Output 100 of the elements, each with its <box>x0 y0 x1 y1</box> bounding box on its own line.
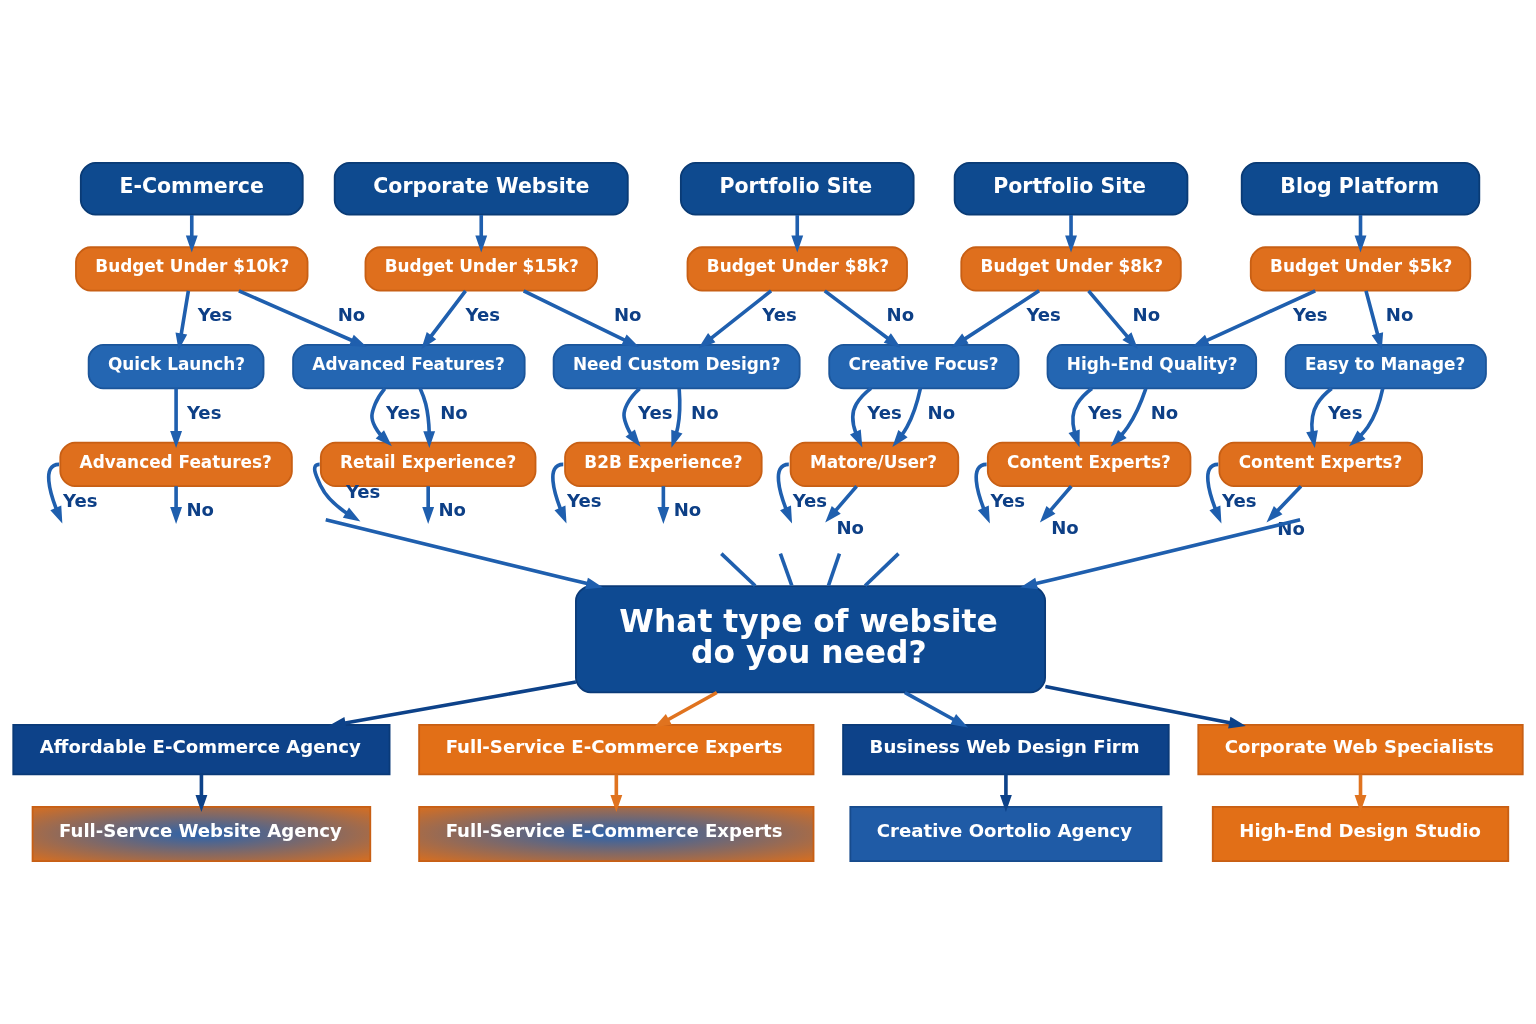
arrow <box>999 774 1012 813</box>
node-box: Need Custom Design? <box>552 344 801 390</box>
arrow <box>185 215 198 253</box>
arrow <box>1349 388 1385 447</box>
node-box: Budget Under $10k? <box>75 246 309 292</box>
edge-label: No <box>613 304 642 326</box>
arrow <box>892 388 923 447</box>
node-box: Advanced Features? <box>59 441 293 487</box>
edge-label: Yes <box>385 402 421 424</box>
arrow <box>622 387 641 447</box>
node-box: Corporate Web Specialists <box>1197 723 1524 776</box>
arrow <box>1039 485 1073 523</box>
arrow <box>370 387 392 447</box>
arrow <box>551 462 567 524</box>
arrow <box>1364 290 1384 351</box>
node-box: E-Commerce <box>79 161 304 216</box>
node-box: B2B Experience? <box>564 441 763 487</box>
arrow <box>1110 388 1148 447</box>
edge-label: Yes <box>1292 304 1328 326</box>
edge-label: Yes <box>567 490 602 512</box>
arrow <box>1020 518 1301 590</box>
edge-label: No <box>186 499 214 521</box>
edge-label: Yes <box>62 490 98 512</box>
arrow <box>1068 387 1094 448</box>
arrow <box>1087 289 1138 349</box>
arrow <box>328 680 577 729</box>
connector <box>826 553 842 587</box>
node-box: Full-Service E-Commerce Experts <box>418 806 815 863</box>
arrow <box>170 388 183 448</box>
arrow <box>698 289 773 349</box>
node-box: Portfolio Site <box>953 161 1189 216</box>
node-box: What type of website do you need? <box>575 585 1046 694</box>
node-box: Business Web Design Firm <box>842 723 1170 776</box>
arrow <box>195 774 208 813</box>
node-box: Full-Servce Website Agency <box>31 806 372 863</box>
node-box: Content Experts? <box>1218 441 1423 487</box>
node-box: Budget Under $8k? <box>960 246 1182 292</box>
arrow <box>46 462 63 524</box>
edge-label: No <box>337 304 366 326</box>
node-box: Content Experts? <box>986 441 1192 487</box>
node-box: Budget Under $5k? <box>1249 246 1472 292</box>
arrow <box>671 388 683 448</box>
arrow <box>951 289 1041 348</box>
arrow <box>522 289 640 348</box>
arrow <box>170 486 183 524</box>
arrow <box>903 690 969 728</box>
arrow <box>1354 215 1367 253</box>
connector <box>720 552 757 588</box>
arrow <box>1206 462 1222 524</box>
arrow <box>1266 485 1303 523</box>
arrow <box>418 387 436 449</box>
connector <box>863 552 900 587</box>
arrow <box>974 462 990 524</box>
arrow <box>238 289 367 348</box>
node-box: Blog Platform <box>1240 161 1481 216</box>
arrow <box>791 215 804 253</box>
arrow <box>1192 289 1316 348</box>
node-box: High-End Quality? <box>1046 344 1258 390</box>
arrow <box>825 485 858 523</box>
edge-label: No <box>836 516 865 538</box>
edge-label: Yes <box>1327 402 1363 424</box>
arrow <box>1306 387 1333 448</box>
edge-label: No <box>1051 516 1079 538</box>
edge-label: Yes <box>1087 402 1123 424</box>
arrow <box>325 518 603 590</box>
node-box: Full-Service E-Commerce Experts <box>418 723 815 776</box>
arrow <box>422 486 435 524</box>
arrow <box>849 386 873 448</box>
arrow <box>175 290 191 351</box>
edge-label: No <box>886 304 915 326</box>
arrow <box>653 690 718 728</box>
arrow <box>1354 774 1367 813</box>
edge-label: Yes <box>990 490 1025 512</box>
edge-label: Yes <box>186 402 222 424</box>
node-box: Quick Launch? <box>87 344 265 390</box>
arrow <box>312 462 361 522</box>
edge-label: Yes <box>762 304 797 326</box>
edge-label: Yes <box>465 304 501 326</box>
node-box: Affordable E-Commerce Agency <box>12 723 391 776</box>
edge-label: No <box>440 402 468 424</box>
node-box: Easy to Manage? <box>1284 344 1487 390</box>
edge-label: No <box>1150 402 1179 424</box>
node-box: Budget Under $8k? <box>686 246 908 292</box>
node-box: High-End Design Studio <box>1211 806 1510 863</box>
edge-label: Yes <box>1222 490 1257 512</box>
edge-label: Yes <box>197 304 233 326</box>
arrow <box>421 289 467 350</box>
edge-label: Yes <box>638 402 673 424</box>
edge-label: No <box>927 402 956 424</box>
edge-label: Yes <box>867 402 902 424</box>
node-box: Portfolio Site <box>679 161 915 216</box>
edge-label: No <box>673 499 702 521</box>
edge-label: Yes <box>1026 304 1061 326</box>
node-box: Creative Focus? <box>828 344 1020 390</box>
arrow <box>1065 215 1077 253</box>
edge-label: No <box>1385 304 1414 326</box>
arrow <box>776 462 793 524</box>
arrow <box>657 486 670 524</box>
node-box: Creative Oortolio Agency <box>849 806 1163 863</box>
edge-label: No <box>691 402 719 424</box>
